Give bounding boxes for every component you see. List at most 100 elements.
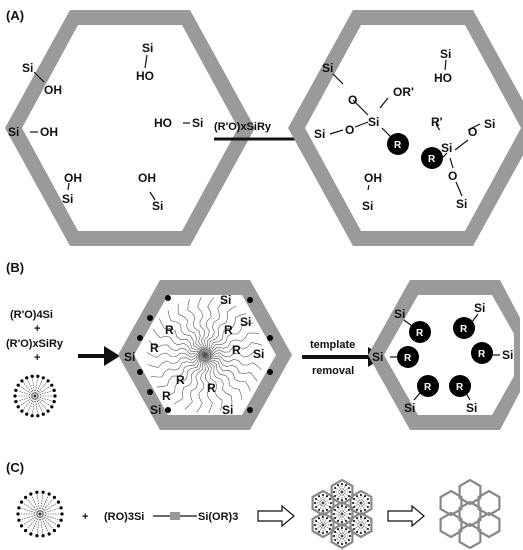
surfactant-head bbox=[356, 495, 358, 498]
open-arrow-2 bbox=[387, 504, 425, 528]
surfactant-head bbox=[364, 495, 366, 498]
surfactant-head bbox=[337, 497, 339, 500]
si-label: Si bbox=[440, 47, 451, 61]
r-label: R bbox=[456, 382, 464, 393]
surfactant-head bbox=[364, 530, 366, 533]
surfactant-head bbox=[315, 506, 318, 508]
surfactant-head bbox=[333, 513, 335, 515]
hydroxyl-label: OH bbox=[40, 125, 58, 139]
surfactant-head bbox=[315, 520, 318, 522]
surfactant-head bbox=[23, 495, 28, 499]
pore-wall bbox=[330, 478, 354, 506]
plus-sign: + bbox=[82, 511, 88, 523]
surfactant-head bbox=[337, 519, 339, 522]
surfactant-head bbox=[334, 495, 337, 497]
r-label: R bbox=[165, 323, 174, 337]
porous-framework bbox=[439, 478, 501, 550]
surfactant-head bbox=[334, 531, 337, 533]
reagent-formula: (R'O)xSiRy bbox=[6, 338, 64, 350]
si-label: Si bbox=[152, 199, 163, 213]
surfactant-head bbox=[341, 543, 343, 545]
surfactant-head bbox=[267, 335, 273, 341]
surfactant-head bbox=[326, 530, 328, 533]
surfactant-head bbox=[353, 498, 356, 500]
si-label: Si bbox=[124, 350, 135, 364]
surfactant-head bbox=[36, 414, 40, 418]
surfactant-head bbox=[356, 517, 358, 520]
panel-c-label: (C) bbox=[6, 460, 24, 475]
surfactant-head bbox=[322, 494, 324, 496]
surfactant-head bbox=[333, 491, 335, 493]
r-label: R bbox=[428, 154, 436, 165]
surfactant-head bbox=[147, 315, 153, 321]
si-label: Si bbox=[394, 307, 405, 321]
si-label: Si bbox=[192, 116, 203, 130]
surfactant-head bbox=[41, 534, 45, 538]
surfactant-head bbox=[52, 388, 56, 392]
si-label: Si bbox=[314, 127, 325, 141]
surfactant-head bbox=[328, 498, 331, 500]
pore-wall bbox=[349, 511, 373, 539]
si-label: Si bbox=[502, 348, 513, 362]
panel-b-label: (B) bbox=[6, 260, 24, 275]
surfactant-head bbox=[23, 529, 28, 533]
surfactant-head bbox=[347, 509, 350, 511]
surfactant-head bbox=[16, 383, 20, 387]
surfactant-head bbox=[337, 484, 339, 487]
reagent-formula: (R'O)xSiRy bbox=[214, 121, 272, 133]
surfactant-head bbox=[349, 491, 351, 493]
surfactant-head bbox=[315, 498, 318, 500]
r-label: R bbox=[176, 373, 185, 387]
reagent-formula: (R'O)4Si bbox=[10, 309, 53, 321]
si-label: Si bbox=[253, 347, 264, 361]
pore-wall bbox=[349, 489, 373, 517]
r-group-bead bbox=[417, 375, 439, 397]
surfactant-head bbox=[52, 400, 56, 404]
surfactant-head bbox=[352, 502, 354, 504]
r-label: R bbox=[207, 381, 216, 395]
surfactant-head bbox=[53, 394, 57, 398]
pore-channel bbox=[305, 25, 521, 231]
surfactant-head bbox=[364, 508, 366, 511]
surfactant-head bbox=[334, 509, 337, 511]
surfactant-head bbox=[366, 528, 369, 530]
surfactant-head bbox=[341, 505, 343, 507]
surfactant-head bbox=[52, 495, 57, 499]
si-label: Si bbox=[222, 403, 233, 417]
r-label: R bbox=[232, 343, 241, 357]
pore-wall bbox=[439, 489, 463, 517]
surfactant-head bbox=[341, 521, 343, 523]
si-label: Si bbox=[62, 192, 73, 206]
surfactant-head bbox=[341, 499, 343, 501]
surfactant-head bbox=[345, 528, 347, 531]
surfactant-head bbox=[30, 374, 34, 378]
r-label: R bbox=[404, 353, 412, 364]
open-arrow-1 bbox=[257, 504, 295, 528]
surfactant-head bbox=[345, 506, 347, 509]
r-group-bead bbox=[453, 317, 475, 339]
surfactant-head bbox=[334, 539, 337, 541]
surfactant-head bbox=[267, 369, 273, 375]
surfactant-head bbox=[20, 409, 24, 413]
r-group-bead bbox=[409, 321, 431, 343]
surfactant-head bbox=[29, 532, 33, 536]
surfactant-head bbox=[353, 520, 356, 522]
hydroxyl-label: HO bbox=[434, 71, 452, 85]
surfactant-head bbox=[165, 295, 171, 301]
si-label: Si bbox=[150, 403, 161, 417]
surfactant-head bbox=[345, 541, 347, 544]
surfactant-head bbox=[360, 510, 362, 512]
hydroxyl-label: HO bbox=[154, 116, 172, 130]
surfactant-head bbox=[147, 389, 153, 395]
surfactant-head bbox=[25, 376, 29, 380]
pore-wall bbox=[458, 522, 482, 550]
surfactant-head bbox=[13, 394, 17, 398]
hydroxyl-label: OH bbox=[138, 171, 156, 185]
surfactant-head bbox=[360, 516, 362, 518]
surfactant-head bbox=[330, 502, 332, 504]
surfactant-head bbox=[366, 498, 369, 500]
surfactant-micelle bbox=[16, 490, 64, 538]
surfactant-head bbox=[337, 528, 339, 531]
hydroxyl-label: OH bbox=[64, 171, 82, 185]
oxygen-label: O bbox=[345, 123, 354, 137]
